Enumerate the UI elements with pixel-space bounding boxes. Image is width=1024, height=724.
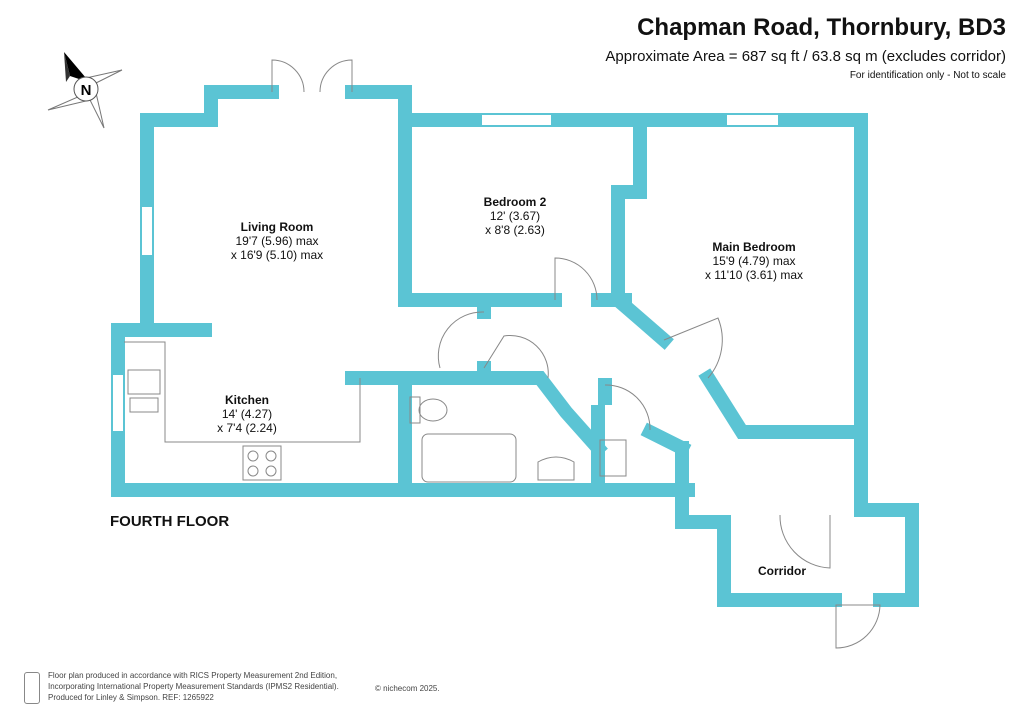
compass-icon: N: [47, 52, 123, 129]
bathroom-fixtures: [409, 396, 627, 483]
living-room-dim1: 19'7 (5.96) max: [235, 234, 319, 248]
person-icon: [24, 672, 40, 704]
approximate-area: Approximate Area = 687 sq ft / 63.8 sq m…: [605, 48, 1006, 65]
main-bedroom-dim2: x 11'10 (3.61) max: [704, 268, 804, 282]
living-room-label: Living Room 19'7 (5.96) max x 16'9 (5.10…: [231, 220, 323, 262]
windows: [111, 113, 786, 439]
footer-line1: Floor plan produced in accordance with R…: [48, 671, 338, 680]
sink-icon: [127, 369, 161, 395]
hob-icon: [242, 445, 282, 481]
footer-copyright: © nichecom 2025.: [375, 684, 440, 693]
living-room-dim2: x 16'9 (5.10) max: [230, 248, 324, 262]
main-bedroom-label: Main Bedroom 15'9 (4.79) max x 11'10 (3.…: [705, 240, 803, 282]
bedroom2-label: Bedroom 2 12' (3.67) x 8'8 (2.63): [484, 195, 547, 237]
shower-icon: [599, 439, 627, 477]
kitchen-dim1: 14' (4.27): [221, 407, 273, 421]
toilet-icon: [418, 398, 448, 422]
kitchen-fixtures: [124, 341, 361, 481]
walls: [111, 85, 919, 607]
footer-line2: Incorporating International Property Mea…: [48, 682, 339, 691]
compass-letter: N: [81, 82, 92, 99]
floor-label: FOURTH FLOOR: [110, 513, 230, 530]
bath-icon: [421, 433, 517, 483]
main-bedroom-dim1: 15'9 (4.79) max: [712, 254, 796, 268]
corridor-name: Corridor: [758, 564, 806, 578]
living-room-name: Living Room: [240, 220, 314, 234]
footer: Floor plan produced in accordance with R…: [48, 670, 440, 703]
kitchen-dim2: x 7'4 (2.24): [217, 421, 277, 435]
footer-line3: Produced for Linley & Simpson. REF: 1265…: [48, 693, 214, 702]
bedroom2-dim2: x 8'8 (2.63): [485, 223, 545, 237]
corridor-label: Corridor: [758, 564, 806, 578]
property-title: Chapman Road, Thornbury, BD3: [637, 14, 1006, 41]
kitchen-name: Kitchen: [224, 393, 269, 407]
bedroom2-name: Bedroom 2: [483, 195, 547, 209]
bedroom2-dim1: 12' (3.67): [489, 209, 541, 223]
kitchen-label: Kitchen 14' (4.27) x 7'4 (2.24): [217, 393, 277, 435]
identification-note: For identification only - Not to scale: [849, 70, 1006, 81]
main-bedroom-name: Main Bedroom: [712, 240, 796, 254]
basin-icon: [537, 456, 575, 481]
doors: [271, 59, 881, 649]
